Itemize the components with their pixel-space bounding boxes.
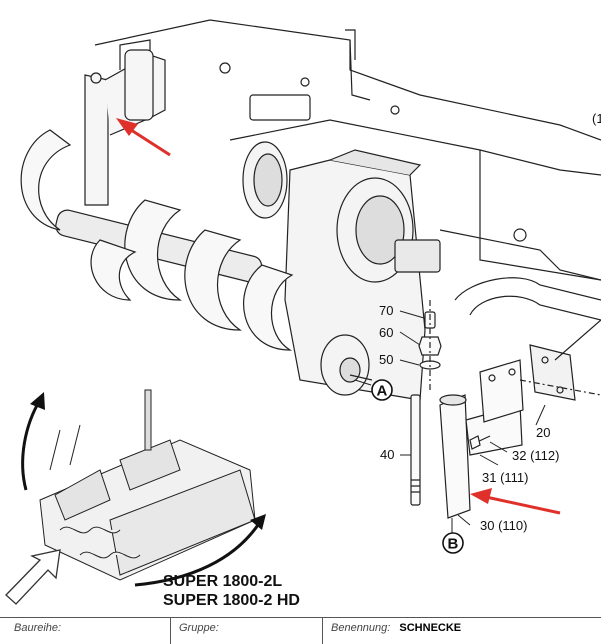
benennung-label: Benennung: <box>331 622 391 634</box>
title-block: Baureihe: Gruppe: Benennung: SCHNECKE <box>0 617 601 644</box>
callout-a: A <box>371 379 393 401</box>
rotation-arrows <box>21 399 262 587</box>
model-labels: SUPER 1800-2L SUPER 1800-2 HD <box>163 573 300 609</box>
benennung-cell: Benennung: SCHNECKE <box>323 618 601 644</box>
gruppe-label: Gruppe: <box>179 622 219 634</box>
machine-frame <box>94 19 601 281</box>
gruppe-cell: Gruppe: <box>171 618 323 644</box>
leader-lines <box>354 310 546 535</box>
baureihe-label: Baureihe: <box>14 622 62 634</box>
red-arrow-top <box>116 118 171 157</box>
part-label-20: 20 <box>536 425 550 440</box>
baureihe-cell: Baureihe: <box>6 618 171 644</box>
part-labels: 70 60 50 40 20 32 (112) 31 (111) 30 (110… <box>379 111 601 533</box>
part-label-70: 70 <box>379 303 393 318</box>
callout-b-letter: B <box>448 536 459 553</box>
exploded-view-diagram: 70 60 50 40 20 32 (112) 31 (111) 30 (110… <box>5 19 601 609</box>
callout-a-letter: A <box>377 383 388 400</box>
model-label-1: SUPER 1800-2L <box>163 573 282 590</box>
part-label-31: 31 (111) <box>482 470 529 485</box>
input-arrow <box>5 549 61 605</box>
model-label-2: SUPER 1800-2 HD <box>163 592 300 609</box>
exploded-parts <box>410 300 601 519</box>
rotation-arrowheads <box>30 392 266 530</box>
part-label-50: 50 <box>379 352 393 367</box>
paver-overview <box>39 389 256 581</box>
auger-screw <box>20 129 294 351</box>
red-arrow-bottom <box>470 488 561 515</box>
part-label-32: 32 (112) <box>512 448 559 463</box>
benennung-value: SCHNECKE <box>399 622 462 634</box>
part-label-60: 60 <box>379 325 393 340</box>
edge-mark: (1 <box>592 111 601 126</box>
part-label-30: 30 (110) <box>480 518 527 533</box>
gearbox <box>242 141 441 401</box>
callout-b: B <box>442 532 464 554</box>
side-bracket <box>454 277 601 401</box>
part-label-40: 40 <box>380 447 394 462</box>
lift-post <box>84 49 166 206</box>
